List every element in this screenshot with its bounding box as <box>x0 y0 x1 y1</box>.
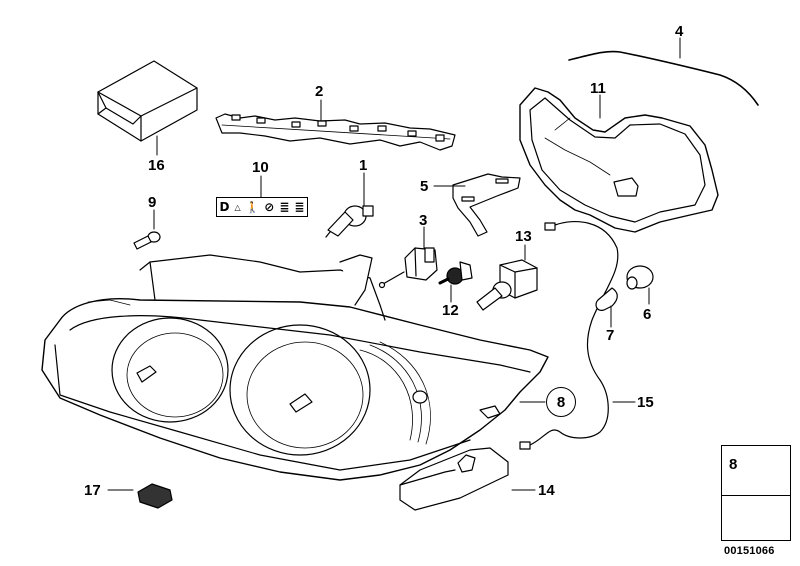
person-icon: 🚶 <box>245 200 260 214</box>
label-9[interactable]: 9 <box>148 194 157 211</box>
sticker-symbol-d: D <box>219 200 230 214</box>
part-10-warning-label[interactable]: D △ 🚶 ⊘ ≣ ≣ <box>216 197 308 217</box>
part-headlight-assembly[interactable] <box>41 254 549 481</box>
part-9-screw[interactable] <box>133 209 161 250</box>
label-10[interactable]: 10 <box>252 159 269 176</box>
label-12[interactable]: 12 <box>442 302 459 319</box>
part-2-bracket[interactable] <box>215 99 456 151</box>
part-17-connector[interactable] <box>107 483 173 509</box>
part-12-bulb-holder[interactable] <box>438 261 473 303</box>
label-17[interactable]: 17 <box>84 482 101 499</box>
label-2[interactable]: 2 <box>315 83 324 100</box>
part-6-socket[interactable] <box>626 265 654 305</box>
lines-icon: ≣ <box>294 200 305 214</box>
label-7[interactable]: 7 <box>606 327 615 344</box>
part-7-small-bulb[interactable] <box>595 287 618 328</box>
label-8: 8 <box>556 393 566 411</box>
label-4[interactable]: 4 <box>675 23 684 40</box>
label-16[interactable]: 16 <box>148 157 165 174</box>
lines-icon: ≣ <box>279 200 290 214</box>
label-15[interactable]: 15 <box>637 394 654 411</box>
label-8-circled[interactable]: 8 <box>546 387 576 417</box>
label-5[interactable]: 5 <box>420 178 429 195</box>
part-1-bulb[interactable] <box>325 172 374 238</box>
prohibited-icon: ⊘ <box>264 200 275 214</box>
part-15-harness[interactable] <box>519 220 636 450</box>
part-3-actuator[interactable] <box>378 226 438 289</box>
part-16-box[interactable] <box>97 60 198 156</box>
part-13-igniter[interactable] <box>476 244 538 311</box>
legend-divider <box>722 495 790 496</box>
legend-number: 8 <box>729 456 738 473</box>
part-14-control-unit[interactable] <box>399 447 536 511</box>
label-11[interactable]: 11 <box>590 80 606 97</box>
legend-box: 8 <box>721 445 791 541</box>
label-6[interactable]: 6 <box>643 306 652 323</box>
label-13[interactable]: 13 <box>515 228 532 245</box>
part-5-clip[interactable] <box>433 173 521 237</box>
sticker-symbol-triangle: △ <box>234 202 241 212</box>
part-4-seal-cord[interactable] <box>568 37 759 106</box>
diagram-id: 00151066 <box>724 545 775 557</box>
part-11-housing-frame[interactable] <box>519 87 719 233</box>
label-14[interactable]: 14 <box>538 482 555 499</box>
label-3[interactable]: 3 <box>419 212 428 229</box>
label-1[interactable]: 1 <box>359 157 368 174</box>
